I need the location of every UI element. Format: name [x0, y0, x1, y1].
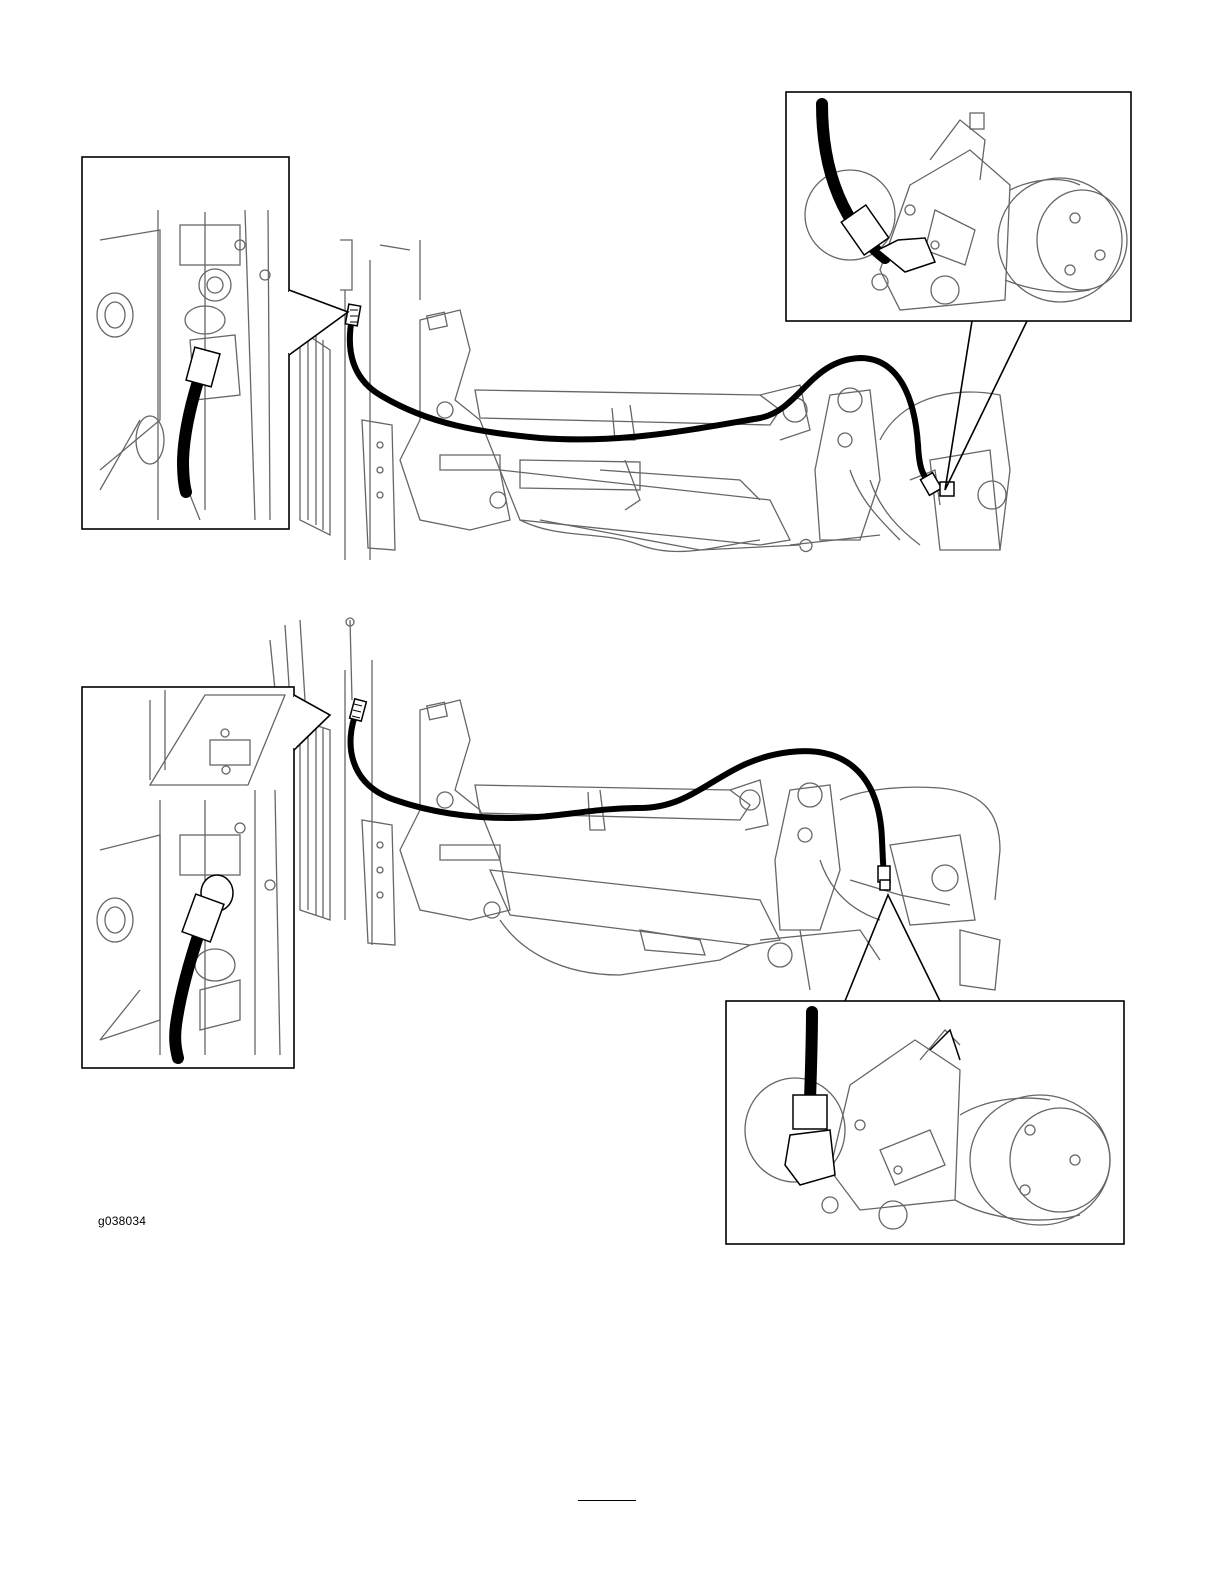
lower-hose-fitting-right	[878, 866, 890, 890]
lower-illustration	[82, 618, 1124, 1244]
footer-rule	[578, 1500, 636, 1501]
lower-hose	[351, 710, 884, 872]
figure-id-label: g038034	[98, 1214, 146, 1228]
upper-hose	[350, 318, 928, 480]
upper-hose-fitting-left	[345, 304, 360, 326]
lower-right-callout	[726, 895, 1124, 1244]
lower-machine-frame	[270, 618, 1000, 990]
upper-hose-fitting-right	[920, 473, 954, 496]
lower-left-callout	[82, 687, 330, 1068]
upper-right-callout	[786, 92, 1131, 490]
lower-hose-fitting-left	[350, 699, 367, 721]
upper-illustration	[82, 92, 1131, 560]
lower-right-callout-hose	[810, 1012, 812, 1100]
